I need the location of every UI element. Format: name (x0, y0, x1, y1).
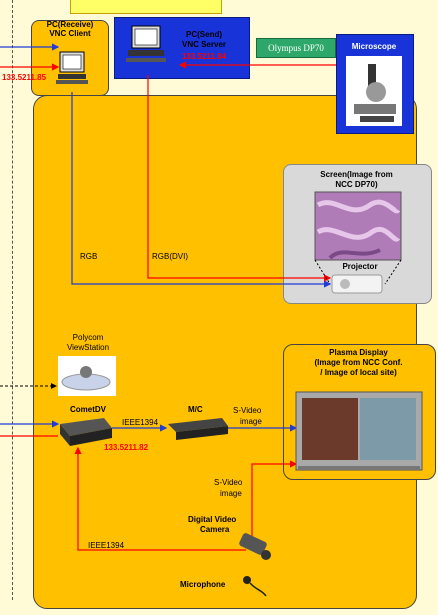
vnc-server-computer-icon (126, 25, 166, 62)
cometdv-ip: 133.5211.82 (104, 443, 149, 452)
rgb-dvi-label: RGB(DVI) (152, 252, 188, 261)
polycom-icon (58, 356, 116, 396)
cometdv-label: CometDV (70, 405, 107, 414)
vnc-client-ip: 133.5211.85 (2, 73, 47, 82)
vnc-client-title-1: PC(Receive) (46, 20, 94, 29)
screen-label-2: NCC DP70) (335, 180, 378, 189)
olympus-dp70-label: Olympus DP70 (256, 38, 336, 58)
top-callout (70, 0, 222, 14)
camera-label-1: Digital Video (188, 515, 237, 524)
left-site-panel (0, 0, 13, 600)
vnc-client-title-2: VNC Client (49, 29, 91, 38)
rgb-label: RGB (80, 252, 98, 261)
svideo-label-1b: image (240, 417, 262, 426)
plasma-label-2: (Image from NCC Conf. (314, 358, 403, 367)
mc-icon (168, 418, 228, 440)
video-camera-icon (239, 533, 271, 560)
screen-label-1: Screen(Image from (320, 170, 393, 179)
svideo-label-2b: image (220, 489, 242, 498)
microphone-icon (243, 576, 267, 597)
link-camera-comet (74, 446, 246, 551)
screen-image (314, 191, 402, 261)
link-camera-plasma (251, 460, 298, 540)
projector-beam-left (314, 259, 331, 285)
svideo-label-2a: S-Video (214, 478, 243, 487)
mc-label: M/C (188, 405, 203, 414)
camera-label-2: Camera (200, 525, 230, 534)
ieee1394-label-2: IEEE1394 (88, 541, 125, 550)
projector-label: Projector (342, 262, 378, 271)
microphone-label: Microphone (180, 580, 226, 589)
microscope-label: Microscope (351, 42, 397, 51)
projector-icon (331, 274, 383, 294)
plasma-label-1: Plasma Display (329, 348, 388, 357)
link-rgb-dvi (147, 75, 332, 282)
vnc-client-computer-icon (56, 51, 88, 84)
cometdv-icon (60, 418, 112, 446)
projector-beam-right (384, 259, 402, 285)
polycom-label-2: ViewStation (66, 343, 110, 352)
ieee1394-label-1: IEEE1394 (122, 418, 159, 427)
microscope-icon (346, 56, 402, 126)
plasma-display-icon (295, 391, 423, 471)
plasma-label-3: / Image of local site) (320, 368, 397, 377)
polycom-label-1: Polycom (72, 333, 104, 342)
vnc-server-title-2: VNC Server (181, 40, 227, 49)
vnc-server-ip: 133.5211.84 (181, 52, 227, 61)
vnc-server-title-1: PC(Send) (186, 30, 222, 39)
svideo-label-1a: S-Video (233, 406, 262, 415)
link-rgb (71, 92, 332, 288)
